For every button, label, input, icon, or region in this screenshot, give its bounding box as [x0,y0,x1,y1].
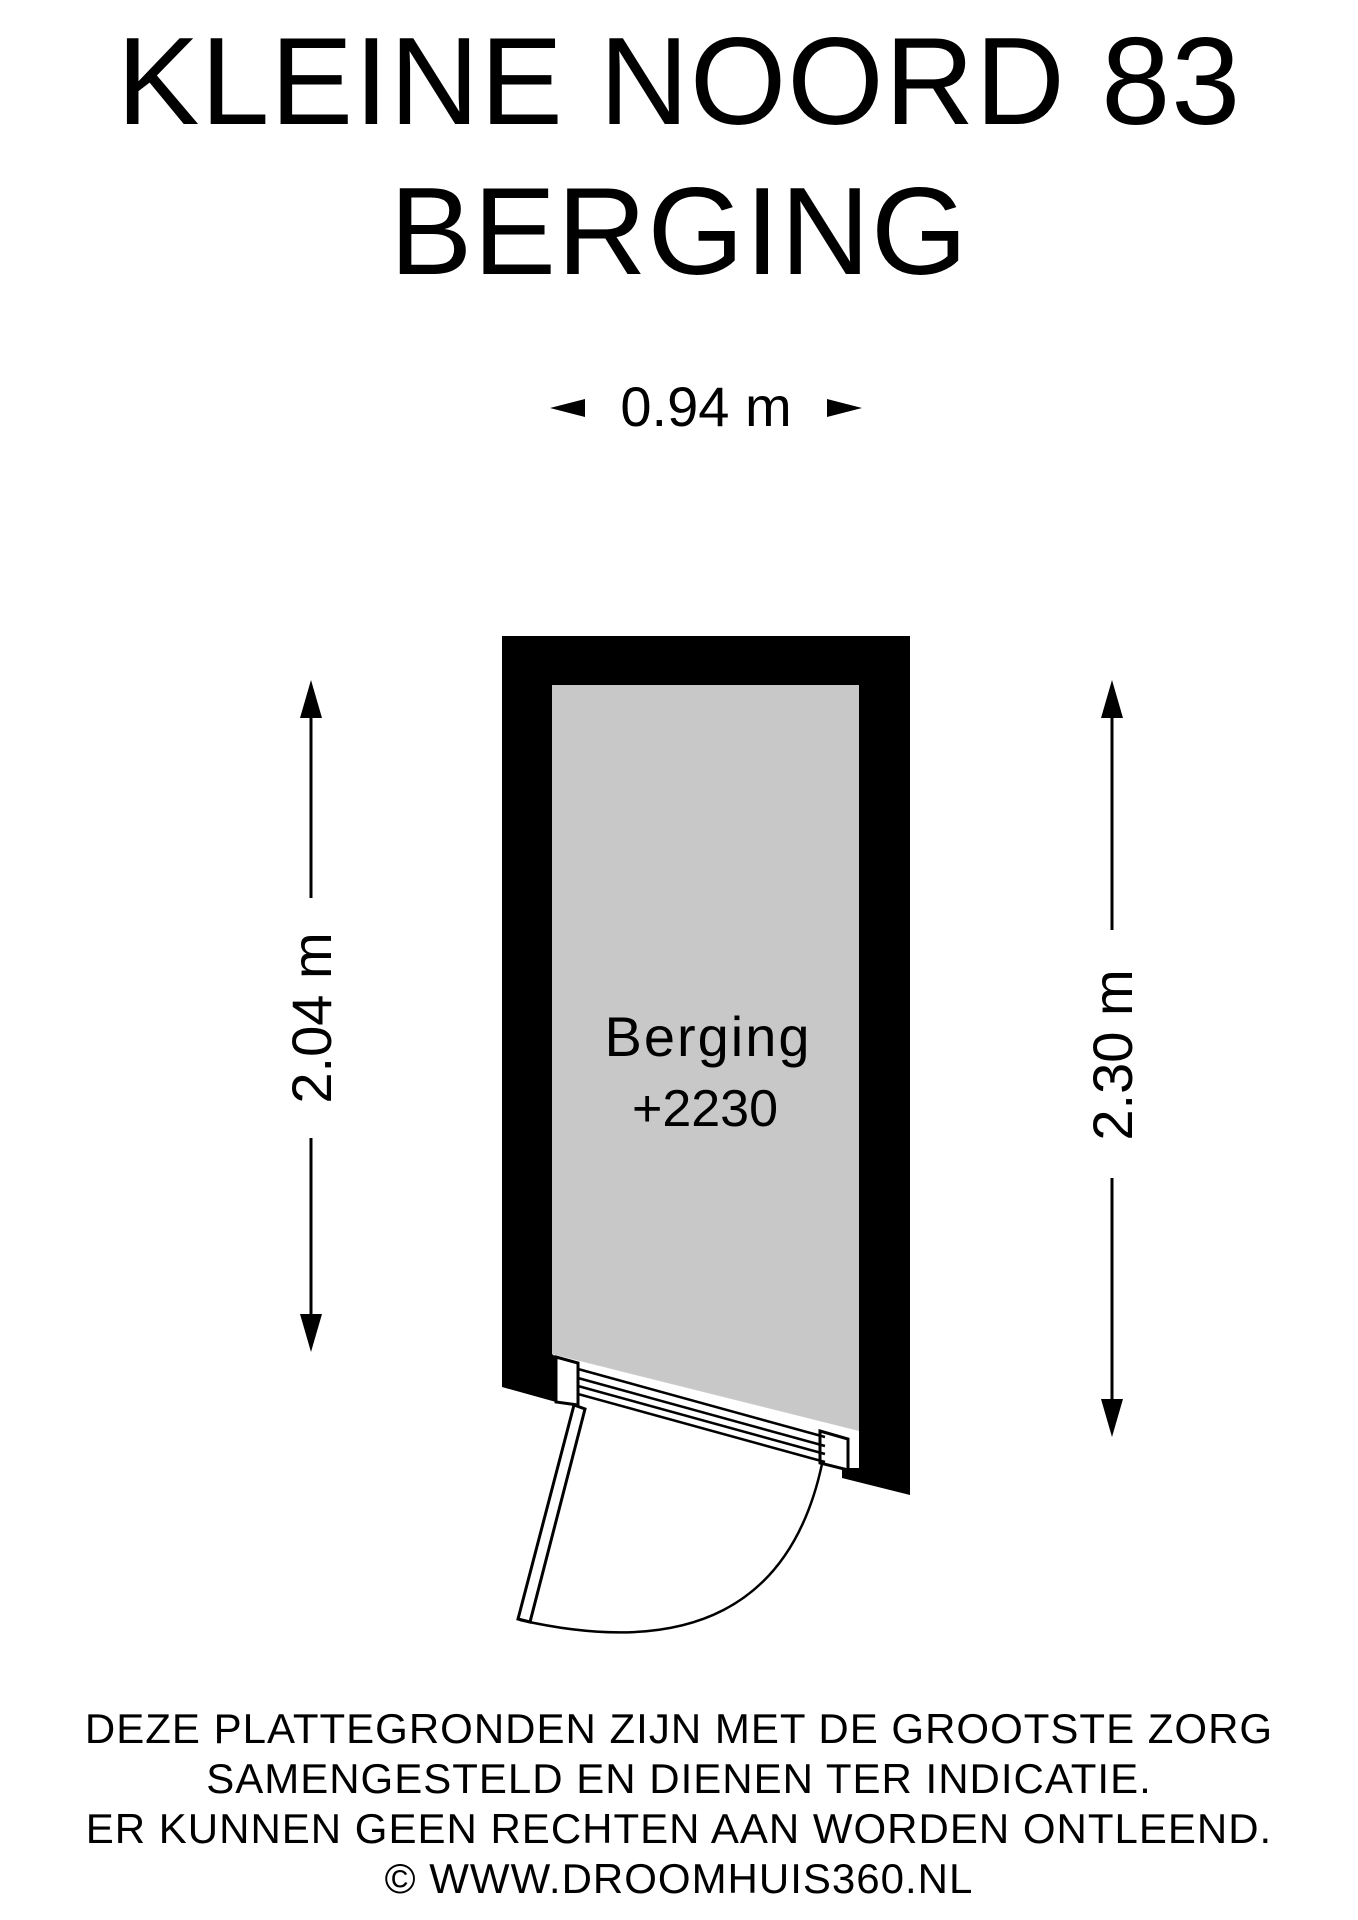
width-label: 0.94 m [620,375,791,438]
disclaimer: DEZE PLATTEGRONDEN ZIJN MET DE GROOTSTE … [0,1704,1358,1904]
width-arrow-right [827,399,862,417]
disclaimer-line: DEZE PLATTEGRONDEN ZIJN MET DE GROOTSTE … [84,1705,1274,1752]
left-height-dimension: 2.04 m [280,680,343,1352]
door-arc [519,1463,824,1634]
copyright-line: © WWW.DROOMHUIS360.NL [384,1855,974,1902]
right-height-label: 2.30 m [1081,969,1144,1140]
title-address: KLEINE NOORD 83 [116,13,1242,151]
disclaimer-line: ER KUNNEN GEEN RECHTEN AAN WORDEN ONTLEE… [85,1805,1273,1852]
disclaimer-line: SAMENGESTELD EN DIENEN TER INDICATIE. [206,1755,1152,1802]
room-walls [502,636,910,1495]
right-arrow-bottom [1101,1399,1123,1437]
width-arrow-left [550,399,585,417]
left-arrow-top [300,680,322,718]
room-level-label: +2230 [632,1080,778,1138]
left-arrow-bottom [300,1314,322,1352]
door-swing [516,1403,824,1634]
door-leaf [516,1403,587,1624]
width-dimension: 0.94 m [550,375,862,438]
left-height-label: 2.04 m [280,932,343,1103]
right-arrow-top [1101,680,1123,718]
room-floor [552,685,859,1431]
door-frame [554,1355,850,1472]
room-name-label: Berging [604,1005,811,1068]
right-height-dimension: 2.30 m [1081,680,1144,1437]
title-room: BERGING [389,163,969,301]
